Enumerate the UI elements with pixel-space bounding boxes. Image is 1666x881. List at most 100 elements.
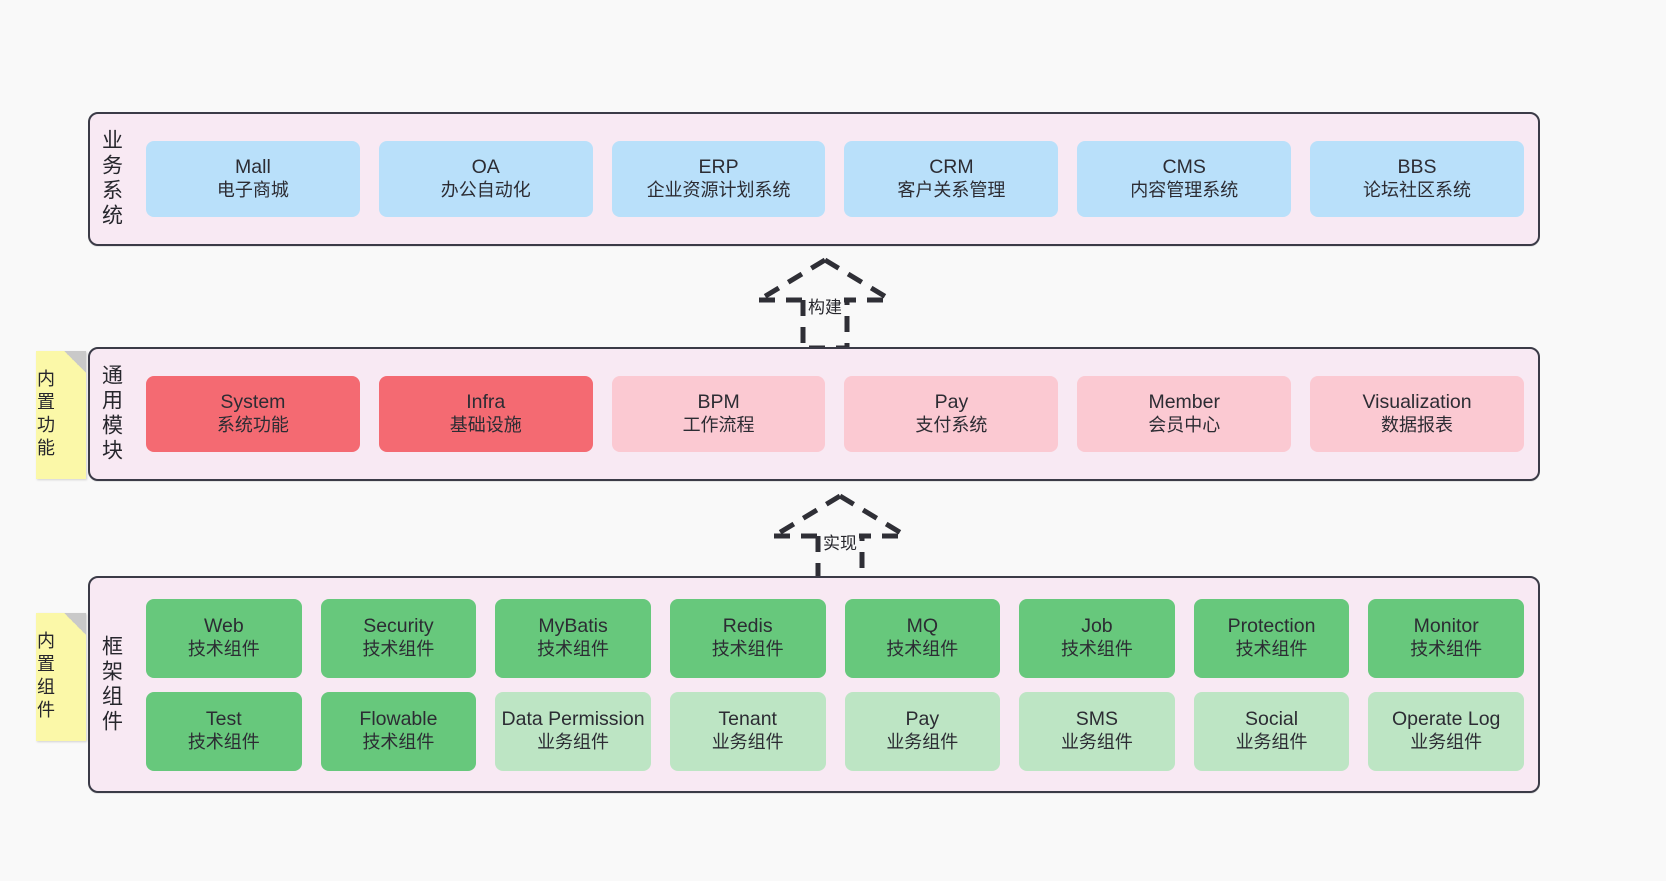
node-title: CRM [929,156,974,179]
node-sms[interactable]: SMS 业务组件 [1019,691,1175,771]
node-tenant[interactable]: Tenant 业务组件 [669,691,826,771]
sticky-note-label: 内置组件 [35,631,55,723]
node-subtitle: 论坛社区系统 [1363,179,1472,200]
node-title: CMS [1162,156,1206,179]
node-redis[interactable]: Redis 技术组件 [669,598,826,678]
node-subtitle: 支付系统 [915,414,988,435]
node-subtitle: 技术组件 [537,638,610,659]
layer-row: System 系统功能 Infra 基础设施 BPM 工作流程 Pay 支付系统… [146,376,1524,452]
node-title: OA [471,156,500,179]
generalization-arrow-implement: 实现 [750,492,930,588]
node-subtitle: 技术组件 [711,638,784,659]
node-job[interactable]: Job 技术组件 [1019,598,1175,678]
node-title: Visualization [1362,391,1472,414]
node-title: Test [205,708,242,731]
layer-row: Test 技术组件 Flowable 技术组件 Data Permission … [146,691,1524,771]
node-bpm[interactable]: BPM 工作流程 [611,376,826,452]
node-subtitle: 电子商城 [216,179,289,200]
node-crm[interactable]: CRM 客户关系管理 [844,141,1059,217]
node-subtitle: 企业资源计划系统 [646,179,791,200]
node-title: MQ [906,615,939,638]
arrow-label-implement: 实现 [821,529,859,554]
layer-common-modules: 通用模块 System 系统功能 Infra 基础设施 BPM 工作流程 Pay… [88,347,1540,481]
node-social[interactable]: Social 业务组件 [1193,691,1350,771]
node-subtitle: 内容管理系统 [1130,179,1239,200]
arrow-label-build: 构建 [806,293,844,318]
sticky-note-builtin-component: 内置组件 [35,613,86,741]
node-oa[interactable]: OA 办公自动化 [378,141,593,217]
node-title: Redis [722,615,773,638]
node-subtitle: 业务组件 [711,731,784,752]
node-subtitle: 技术组件 [886,638,959,659]
node-test[interactable]: Test 技术组件 [146,691,302,771]
node-subtitle: 技术组件 [187,731,260,752]
node-subtitle: 会员中心 [1148,414,1221,435]
node-visualization[interactable]: Visualization 数据报表 [1310,376,1524,452]
node-title: Operate Log [1391,708,1501,731]
node-mall[interactable]: Mall 电子商城 [146,141,360,217]
node-subtitle: 业务组件 [886,731,959,752]
layer-framework-components: 框架组件 Web 技术组件 Security 技术组件 MyBatis 技术组件… [88,576,1540,793]
folded-corner-icon [64,613,86,635]
node-title: Tenant [718,708,777,731]
node-flowable[interactable]: Flowable 技术组件 [320,691,477,771]
node-mybatis[interactable]: MyBatis 技术组件 [495,598,651,678]
node-title: Infra [466,391,506,414]
node-web[interactable]: Web 技术组件 [146,598,302,678]
node-subtitle: 技术组件 [362,638,435,659]
layer-business-system: 业务系统 Mall 电子商城 OA 办公自动化 ERP 企业资源计划系统 CRM… [88,112,1540,246]
node-title: MyBatis [538,615,608,638]
node-cms[interactable]: CMS 内容管理系统 [1077,141,1292,217]
node-subtitle: 办公自动化 [440,179,531,200]
node-title: Flowable [359,708,438,731]
node-subtitle: 业务组件 [537,731,610,752]
node-title: Member [1148,391,1220,414]
node-security[interactable]: Security 技术组件 [320,598,477,678]
layer-body-framework-components: Web 技术组件 Security 技术组件 MyBatis 技术组件 Redi… [132,578,1538,791]
node-title: Mall [235,156,271,179]
node-monitor[interactable]: Monitor 技术组件 [1368,598,1524,678]
node-mq[interactable]: MQ 技术组件 [844,598,1001,678]
node-protection[interactable]: Protection 技术组件 [1193,598,1350,678]
node-data-permission[interactable]: Data Permission 业务组件 [495,691,651,771]
node-subtitle: 数据报表 [1381,414,1454,435]
node-title: Protection [1227,615,1316,638]
node-title: BBS [1397,156,1437,179]
node-bbs[interactable]: BBS 论坛社区系统 [1310,141,1524,217]
node-subtitle: 业务组件 [1410,731,1483,752]
node-member[interactable]: Member 会员中心 [1077,376,1292,452]
node-pay[interactable]: Pay 支付系统 [844,376,1059,452]
node-subtitle: 技术组件 [362,731,435,752]
node-infra[interactable]: Infra 基础设施 [378,376,593,452]
layer-row: Mall 电子商城 OA 办公自动化 ERP 企业资源计划系统 CRM 客户关系… [146,141,1524,217]
node-title: Security [363,615,434,638]
node-system[interactable]: System 系统功能 [146,376,360,452]
node-title: Web [203,615,244,638]
layer-body-business-system: Mall 电子商城 OA 办公自动化 ERP 企业资源计划系统 CRM 客户关系… [132,114,1538,244]
node-subtitle: 业务组件 [1060,731,1133,752]
node-operate-log[interactable]: Operate Log 业务组件 [1368,691,1524,771]
node-title: ERP [698,156,739,179]
node-subtitle: 技术组件 [1060,638,1133,659]
node-subtitle: 技术组件 [1235,638,1308,659]
node-subtitle: 技术组件 [187,638,260,659]
node-title: System [220,391,286,414]
sticky-note-label: 内置功能 [35,369,55,461]
node-erp[interactable]: ERP 企业资源计划系统 [611,141,826,217]
generalization-arrow-build: 构建 [735,256,915,352]
node-subtitle: 工作流程 [682,414,755,435]
layer-label-common-modules: 通用模块 [99,364,123,464]
node-title: Monitor [1413,615,1479,638]
layer-body-common-modules: System 系统功能 Infra 基础设施 BPM 工作流程 Pay 支付系统… [132,349,1538,479]
node-title: BPM [697,391,740,414]
node-subtitle: 技术组件 [1410,638,1483,659]
node-pay-business[interactable]: Pay 业务组件 [844,691,1001,771]
node-title: Pay [905,708,940,731]
node-title: Data Permission [501,708,645,731]
node-subtitle: 客户关系管理 [897,179,1006,200]
layer-label-framework-components: 框架组件 [99,634,123,735]
node-title: Pay [934,391,969,414]
node-title: SMS [1075,708,1119,731]
layer-row: Web 技术组件 Security 技术组件 MyBatis 技术组件 Redi… [146,598,1524,678]
